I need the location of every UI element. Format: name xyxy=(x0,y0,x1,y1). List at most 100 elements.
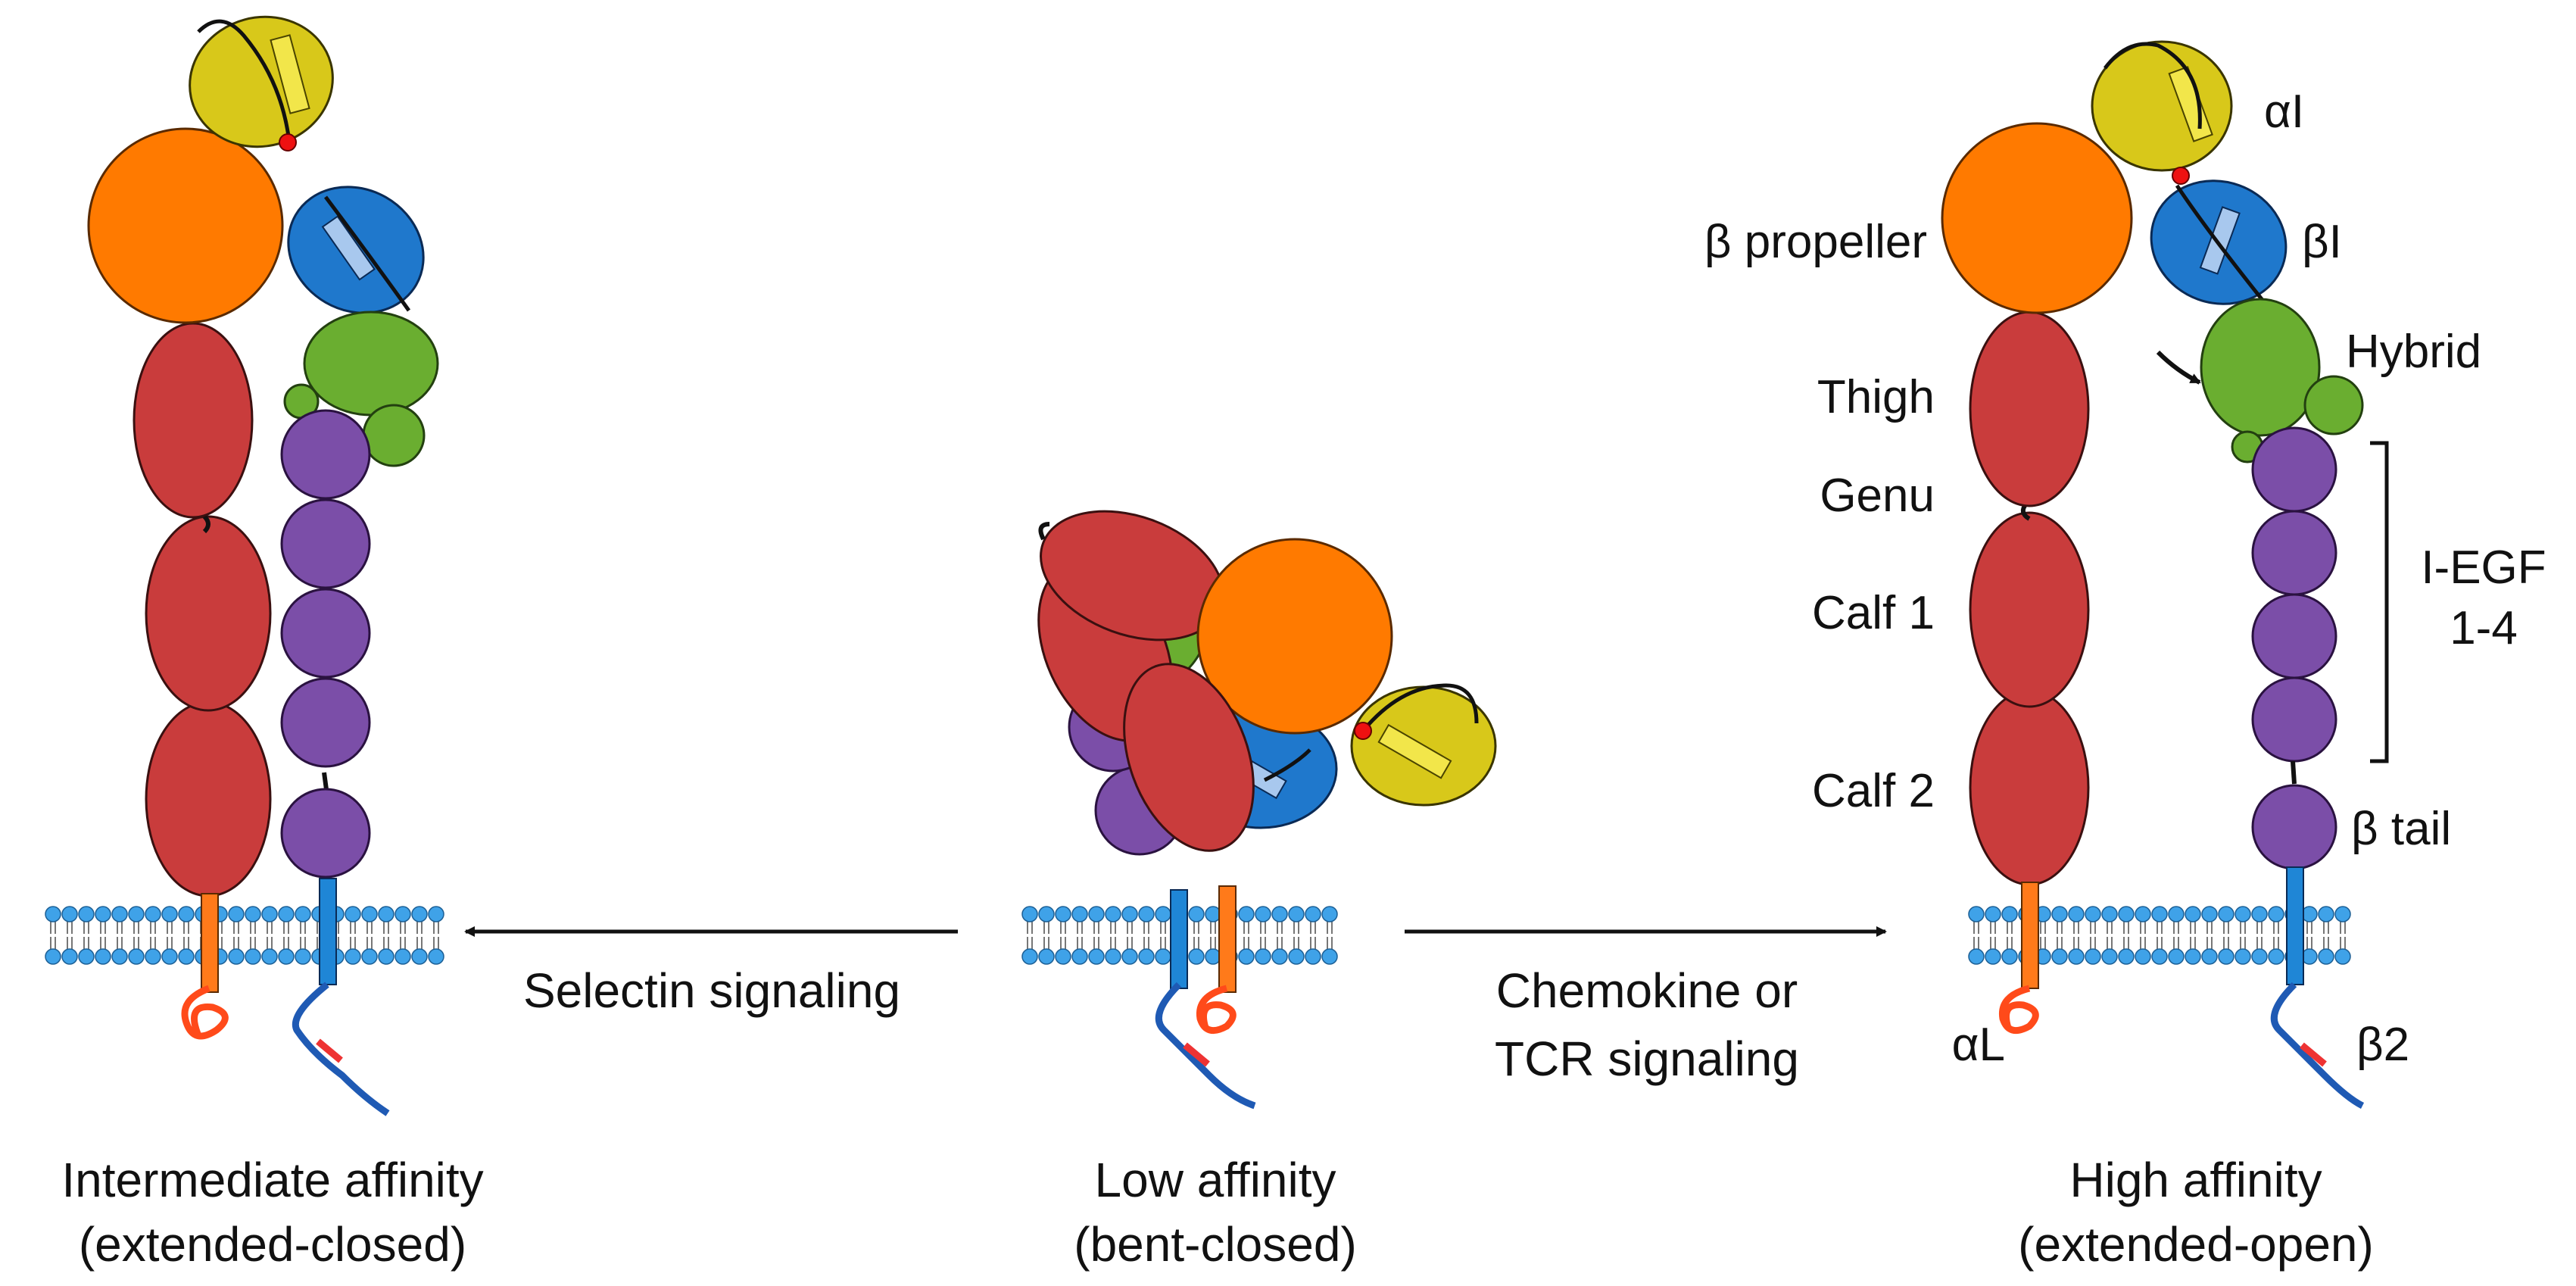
i-egf-domain xyxy=(280,409,371,500)
lipid-head xyxy=(428,948,444,965)
beta-propeller-domain xyxy=(87,127,284,324)
lipid-head xyxy=(261,948,278,965)
label-hybrid: Hybrid xyxy=(2346,326,2481,378)
lipid-tail xyxy=(2223,922,2229,949)
lipid-head xyxy=(1321,948,1338,965)
i-egf-domain xyxy=(280,498,371,589)
lipid-head xyxy=(61,906,78,922)
alpha-transmembrane xyxy=(201,893,219,993)
lipid-head xyxy=(1088,948,1105,965)
lipid-head xyxy=(2085,906,2101,922)
lipid-tail xyxy=(2123,922,2129,949)
beta-tail-linker xyxy=(2291,760,2297,785)
lipid-tail xyxy=(2057,922,2063,949)
genu-linker xyxy=(1038,522,1050,541)
hybrid-domain xyxy=(303,311,439,417)
lipid-head xyxy=(2135,948,2151,965)
lipid-head xyxy=(1021,906,1038,922)
lipid-head xyxy=(1071,948,1088,965)
lipid-tail xyxy=(433,922,439,949)
lipid-tail xyxy=(233,922,239,949)
lipid-head xyxy=(1255,948,1271,965)
lipid-head xyxy=(1985,906,2001,922)
label-beta-2: β2 xyxy=(2356,1019,2409,1071)
lipid-head xyxy=(2051,906,2068,922)
lipid-head xyxy=(1271,906,1288,922)
lipid-head xyxy=(2318,948,2334,965)
tcr-signaling-label: TCR signaling xyxy=(1495,1032,1799,1086)
beta-tail-domain xyxy=(2251,784,2337,870)
lipid-tail xyxy=(1027,922,1033,949)
lipid-head xyxy=(1038,948,1055,965)
thigh-domain xyxy=(1969,311,2090,507)
lipid-head xyxy=(1288,948,1305,965)
lipid-head xyxy=(245,948,261,965)
alpha-I-helix xyxy=(1377,723,1452,779)
caption-high-line2: (extended-open) xyxy=(2018,1217,2374,1272)
label-beta-tail: β tail xyxy=(2351,803,2451,855)
lipid-tail xyxy=(183,922,189,949)
lipid-tail xyxy=(1160,922,1166,949)
beta-cytoplasmic-tail xyxy=(2270,982,2365,1110)
lipid-head xyxy=(2001,906,2018,922)
label-beta-propeller: β propeller xyxy=(1704,216,1927,268)
lipid-head xyxy=(1138,906,1155,922)
lipid-head xyxy=(1305,906,1321,922)
lipid-head xyxy=(145,948,161,965)
lipid-head xyxy=(95,948,111,965)
label-alpha-L: αL xyxy=(1952,1019,2005,1071)
high-affinity-integrin xyxy=(1941,40,2389,1110)
caption-low-line1: Low affinity xyxy=(1095,1153,1336,1207)
lipid-head xyxy=(111,948,128,965)
lipid-tail xyxy=(1060,922,1066,949)
mg-site xyxy=(2172,167,2190,185)
lipid-head xyxy=(2001,948,2018,965)
lipid-head xyxy=(2201,906,2218,922)
lipid-tail xyxy=(1973,922,1979,949)
calf2-domain xyxy=(1969,689,2090,886)
lipid-head xyxy=(45,948,61,965)
lipid-head xyxy=(2101,906,2118,922)
lipid-tail xyxy=(2040,922,2046,949)
i-egf-domain xyxy=(2251,510,2337,596)
lipid-tail xyxy=(1310,922,1316,949)
beta-tail-motif xyxy=(316,1038,343,1063)
lipid-tail xyxy=(1277,922,1283,949)
alpha-I-linker xyxy=(1361,683,1479,732)
lipid-head xyxy=(2268,906,2284,922)
i-egf-domain xyxy=(280,588,371,679)
label-genu: Genu xyxy=(1820,470,1935,522)
beta-propeller-domain xyxy=(1196,538,1393,735)
lipid-head xyxy=(278,948,295,965)
lipid-head xyxy=(161,906,178,922)
lipid-head xyxy=(1188,948,1205,965)
lipid-head xyxy=(2235,906,2251,922)
lipid-head xyxy=(2068,948,2085,965)
selectin-signaling-label: Selectin signaling xyxy=(523,963,900,1018)
lipid-head xyxy=(345,948,361,965)
lipid-head xyxy=(1071,906,1088,922)
lipid-head xyxy=(2218,906,2235,922)
lipid-head xyxy=(1321,906,1338,922)
lipid-tail xyxy=(1243,922,1249,949)
lipid-tail xyxy=(83,922,89,949)
lipid-head xyxy=(2334,948,2351,965)
lipid-tail xyxy=(1990,922,1996,949)
lipid-head xyxy=(2168,948,2185,965)
lipid-tail xyxy=(150,922,156,949)
lipid-tail xyxy=(2206,922,2213,949)
lipid-tail xyxy=(250,922,256,949)
alpha-I-linker xyxy=(197,19,292,142)
lipid-tail xyxy=(383,922,389,949)
lipid-head xyxy=(228,948,245,965)
lipid-head xyxy=(245,906,261,922)
label-i-egf-line1: I-EGF xyxy=(2421,542,2546,594)
i-egf-domain xyxy=(2251,593,2337,679)
lipid-tail xyxy=(1127,922,1133,949)
lipid-head xyxy=(1288,906,1305,922)
lipid-head xyxy=(295,948,311,965)
calf1-domain xyxy=(1123,663,1255,852)
lipid-head xyxy=(2251,906,2268,922)
lipid-head xyxy=(78,948,95,965)
beta-cytoplasmic-tail xyxy=(292,982,390,1116)
